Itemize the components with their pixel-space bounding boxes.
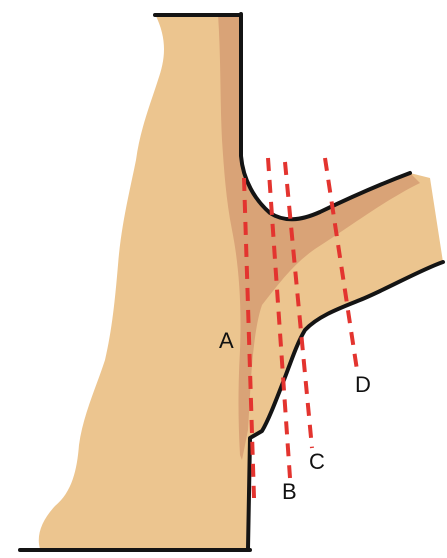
label-d: D bbox=[355, 372, 371, 397]
label-a: A bbox=[219, 328, 234, 353]
label-b: B bbox=[282, 479, 297, 504]
label-c: C bbox=[309, 449, 325, 474]
